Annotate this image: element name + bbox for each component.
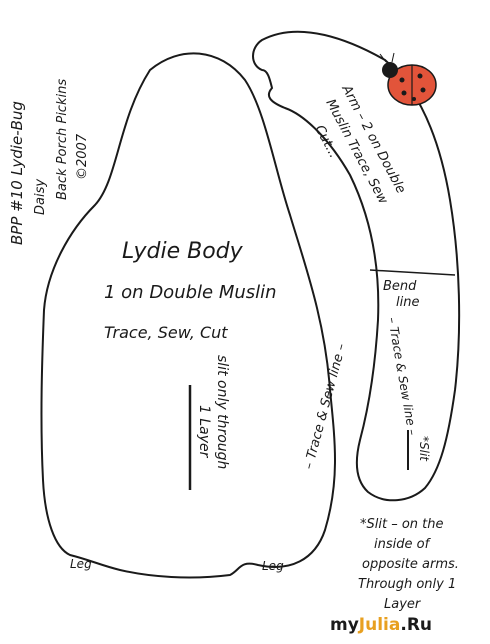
body-title: Lydie Body — [122, 239, 244, 264]
header-line-4: ©2007 — [75, 133, 90, 180]
header-line-2: Daisy — [33, 179, 48, 215]
body-line-1: 1 on Double Muslin — [104, 282, 277, 303]
body-outline — [40, 52, 336, 579]
note-line-4: Through only 1 — [358, 577, 456, 592]
bend-label-2: line — [396, 295, 419, 310]
arm-outline — [252, 30, 461, 502]
note-line-3: opposite arms. — [362, 557, 459, 572]
note-line-2: inside of — [374, 537, 432, 552]
leg-label-left: Leg — [70, 557, 92, 571]
header-line-1: BPP #10 Lydie-Bug — [8, 101, 26, 245]
arm-side-label: – Trace & Sew line – — [385, 316, 420, 436]
watermark-brand: Julia — [358, 615, 401, 635]
watermark-suffix: .Ru — [400, 615, 432, 635]
bend-line — [369, 269, 456, 276]
arm-slit-label: *Slit — [417, 436, 431, 462]
header-text: BPP #10 Lydie-Bug — [8, 101, 26, 245]
bend-label-1: Bend — [383, 279, 417, 294]
body-slit-line-1: slit only through — [214, 355, 230, 469]
body-slit-line-2: 1 Layer — [196, 405, 212, 459]
body-side-label: – Trace & Sew line – — [301, 342, 349, 471]
watermark-prefix: my — [330, 615, 359, 635]
leg-label-right: Leg — [262, 559, 284, 573]
note-line-1: *Slit – on the — [360, 517, 444, 532]
body-line-2: Trace, Sew, Cut — [104, 323, 228, 342]
watermark: myJulia.Ru — [330, 615, 432, 635]
note-line-5: Layer — [384, 597, 422, 612]
ladybug-icon — [379, 52, 437, 106]
header-line-3: Back Porch Pickins — [55, 79, 70, 200]
